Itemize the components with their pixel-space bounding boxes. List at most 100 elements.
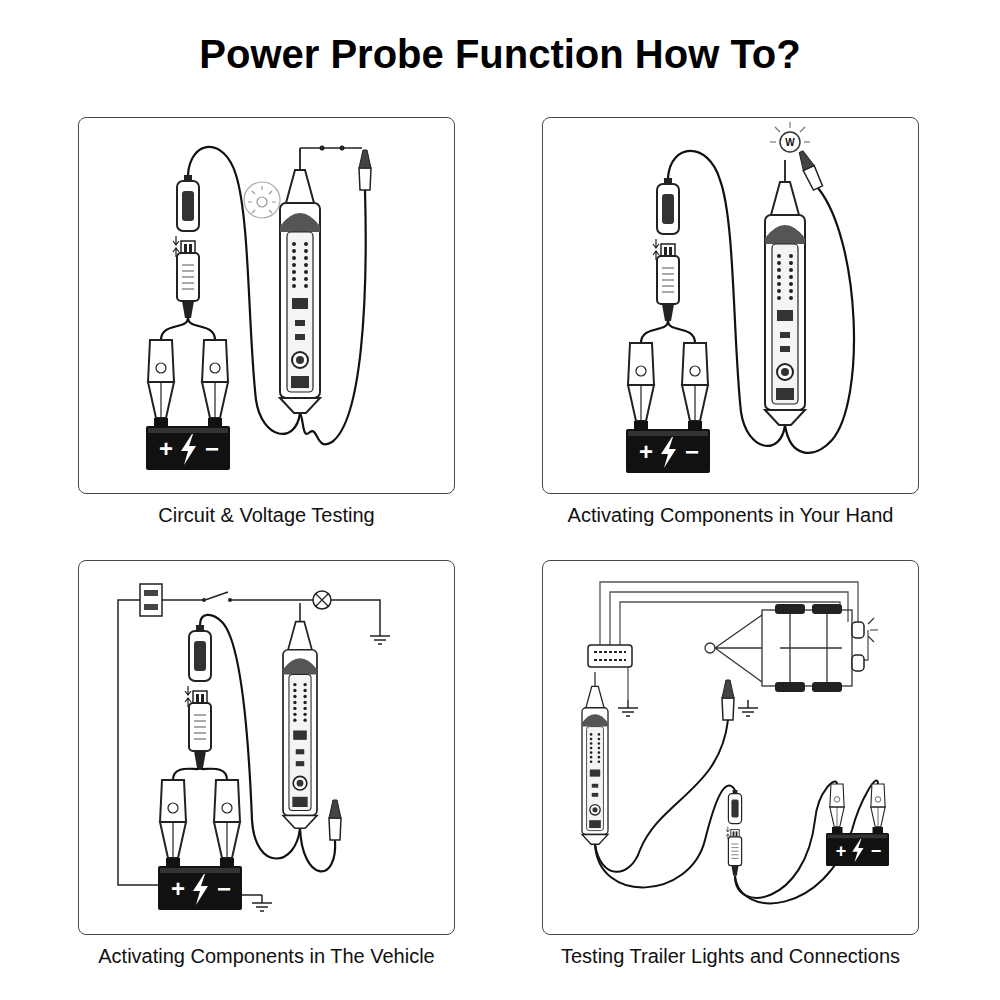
- panel-1-art: [146, 146, 371, 471]
- panel-caption: Activating Components in The Vehicle: [39, 944, 494, 968]
- trailer: [705, 610, 852, 686]
- panel-3-art: [370, 628, 390, 644]
- panel-caption: Circuit & Voltage Testing: [39, 503, 494, 527]
- battery-terminal-sign: −: [685, 440, 699, 464]
- panel-4-art: [618, 700, 638, 716]
- bulb-rays: [775, 127, 780, 132]
- battery-terminal-sign: −: [871, 842, 882, 860]
- panel-4-art: [726, 790, 742, 876]
- circuit-wire: [331, 600, 380, 628]
- wire: [200, 768, 227, 780]
- illustration-panel: Activating Components in Your Hand: [542, 117, 919, 494]
- bulb-rays: [800, 127, 805, 132]
- panel-2-art: [628, 343, 654, 421]
- circuit-wire: [230, 599, 313, 601]
- circuit-wire: [242, 894, 262, 896]
- panel-4-art: [582, 672, 608, 844]
- illustration-panel: Testing Trailer Lights and Connections: [542, 560, 919, 935]
- light-icon: [244, 182, 280, 218]
- panel-4-art: [826, 827, 889, 866]
- bulb-label: W: [785, 138, 794, 148]
- panel-2-art: [796, 149, 824, 190]
- trailer-wheel: [812, 604, 842, 614]
- lamp-symbol: [313, 591, 331, 609]
- trailer-lamp: [852, 622, 864, 638]
- trailer-wiring: [600, 582, 858, 645]
- panel-1-art: [173, 175, 199, 318]
- panel-1-art: [340, 146, 345, 151]
- connector-box: [588, 645, 632, 667]
- trailer: [705, 643, 715, 653]
- panel-1-art: [300, 147, 362, 149]
- bulb-rays: [804, 141, 810, 142]
- fuse-box: [140, 584, 162, 616]
- fuse-box: [144, 604, 158, 610]
- panel-caption: Activating Components in Your Hand: [503, 503, 958, 527]
- panel-4-art: [738, 700, 758, 716]
- wire: [161, 147, 366, 444]
- wire: [595, 720, 728, 872]
- wire: [668, 321, 695, 343]
- panel-2-art: [626, 122, 854, 473]
- switch: [202, 598, 206, 602]
- panel-3-art: [160, 780, 186, 858]
- circuit-wire: [162, 599, 203, 601]
- panel-2-art: [626, 421, 710, 473]
- connector-box: [594, 652, 626, 660]
- trailer-lamp: [852, 622, 864, 671]
- panel-1-art: [146, 418, 230, 470]
- panel-3-art: [158, 858, 242, 910]
- light-rays: [868, 618, 878, 642]
- trailer-lamp: [852, 655, 864, 671]
- battery-terminal-sign: −: [217, 877, 231, 901]
- connector-box: [588, 645, 632, 667]
- battery-terminal-sign: −: [205, 437, 219, 461]
- panel-2-art: [765, 160, 805, 425]
- panel-3-art: [185, 625, 211, 768]
- trailer-wiring: [627, 667, 628, 700]
- panel-4-art: [582, 582, 889, 903]
- trailer-wheel: [775, 604, 805, 614]
- panel-2-art: [682, 343, 708, 421]
- bulb: [780, 132, 800, 152]
- panel-1-art: [148, 340, 174, 418]
- trailer-wiring: [620, 602, 840, 645]
- bulb-rays: [789, 122, 790, 128]
- panel-4-art: [871, 784, 885, 827]
- trailer-wiring: [610, 592, 848, 645]
- light-icon: [257, 197, 267, 207]
- light-icon: [244, 182, 280, 218]
- panel-4-art: [722, 680, 734, 720]
- trailer: [780, 647, 842, 648]
- diagram-title: Power Probe Function How To?: [0, 26, 1000, 82]
- trailer: [762, 610, 852, 686]
- panel-3-art: [252, 895, 272, 911]
- lamp-symbol: [316, 594, 328, 606]
- fuse-box: [140, 584, 162, 616]
- panel-1-art: [202, 340, 228, 418]
- wire: [641, 321, 668, 343]
- circuit-wire: [205, 592, 228, 600]
- light-icon: [248, 186, 276, 213]
- battery-terminal-sign: +: [639, 440, 653, 464]
- trailer-wheel: [775, 682, 805, 692]
- lamp-symbol: [313, 591, 331, 609]
- circuit-wire: [118, 592, 380, 895]
- panel-3-art: [214, 780, 240, 858]
- panel-1-art: [280, 148, 320, 413]
- battery-terminal-sign: +: [159, 437, 173, 461]
- trailer-wiring: [600, 582, 868, 700]
- fuse-box: [144, 590, 158, 596]
- circuit-wire: [118, 600, 158, 885]
- battery-terminal-sign: +: [171, 877, 185, 901]
- panel-1-art: [320, 146, 325, 151]
- panel-1-art: [359, 150, 371, 190]
- battery-terminal-sign: +: [836, 842, 847, 860]
- wire: [595, 720, 878, 903]
- panel-caption: Testing Trailer Lights and Connections: [503, 944, 958, 968]
- wire: [595, 786, 735, 888]
- switch: [228, 598, 232, 602]
- trailer-wheel: [775, 604, 842, 692]
- panel-4-art: [830, 784, 844, 827]
